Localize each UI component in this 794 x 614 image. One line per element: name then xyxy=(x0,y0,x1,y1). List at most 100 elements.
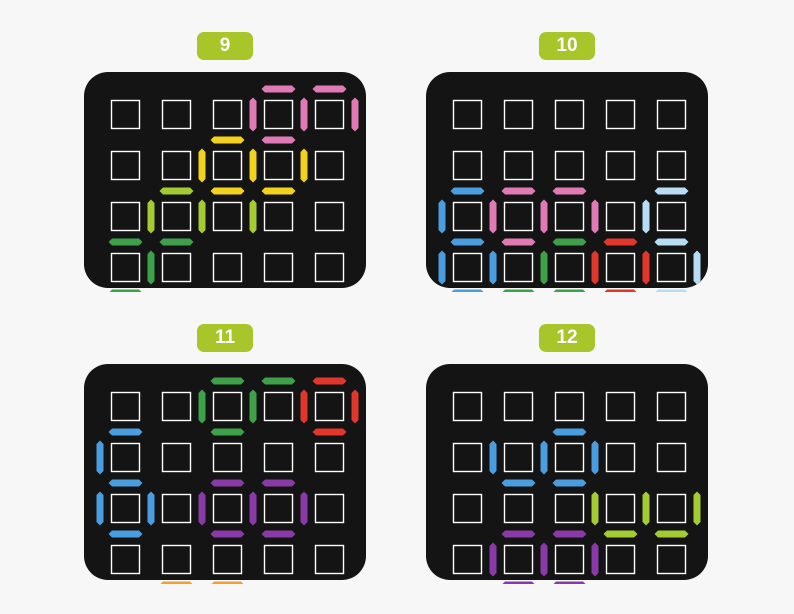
segment-red xyxy=(351,389,359,424)
grid-cell xyxy=(554,150,585,181)
grid-cell xyxy=(605,442,636,473)
segment-pink xyxy=(261,136,296,144)
puzzle-board xyxy=(426,72,708,292)
segment-green xyxy=(198,389,206,424)
grid-cell xyxy=(263,391,294,422)
segment-blue xyxy=(147,491,155,526)
segment-purple xyxy=(552,530,587,538)
segment-lime xyxy=(603,530,638,538)
grid-cell xyxy=(605,99,636,130)
segment-red xyxy=(642,250,650,285)
grid-cell xyxy=(503,201,534,232)
segment-red xyxy=(603,238,638,246)
grid-cell xyxy=(503,442,534,473)
segment-purple xyxy=(261,530,296,538)
segment-blue xyxy=(108,530,143,538)
segment-lime xyxy=(693,491,701,526)
puzzle-board xyxy=(84,72,366,292)
grid-cell xyxy=(161,442,192,473)
segment-pink xyxy=(489,199,497,234)
grid-cell xyxy=(452,544,483,575)
grid-cell xyxy=(314,252,345,283)
segment-blue xyxy=(438,250,446,285)
grid-cell xyxy=(212,442,243,473)
segment-pink xyxy=(552,187,587,195)
segment-pink xyxy=(501,238,536,246)
segment-lime xyxy=(198,199,206,234)
grid-cell xyxy=(263,99,294,130)
grid-cell xyxy=(554,544,585,575)
grid-cell xyxy=(161,493,192,524)
grid-cell xyxy=(110,201,141,232)
grid-cell xyxy=(503,391,534,422)
puzzle-number-badge: 11 xyxy=(197,324,253,352)
puzzle-11: 11 xyxy=(80,324,370,584)
segment-blue xyxy=(96,491,104,526)
segment-purple xyxy=(300,491,308,526)
puzzle-number-badge: 10 xyxy=(539,32,595,60)
grid-cell xyxy=(110,391,141,422)
segment-purple xyxy=(501,530,536,538)
grid-cell xyxy=(605,493,636,524)
segment-pink xyxy=(312,85,347,93)
segment-green xyxy=(261,377,296,385)
segment-lightblue xyxy=(654,187,689,195)
grid-cell xyxy=(263,201,294,232)
grid-cell xyxy=(161,99,192,130)
segment-pink xyxy=(540,199,548,234)
grid-cell xyxy=(110,493,141,524)
grid-cell xyxy=(452,201,483,232)
segment-purple xyxy=(591,542,599,577)
segment-blue xyxy=(489,250,497,285)
segment-yellow xyxy=(210,136,245,144)
segment-blue xyxy=(450,238,485,246)
segment-yellow xyxy=(198,148,206,183)
segment-blue xyxy=(108,479,143,487)
grid-cell xyxy=(212,150,243,181)
puzzle-10: 10 xyxy=(422,32,712,292)
grid-cell xyxy=(605,391,636,422)
segment-purple xyxy=(210,479,245,487)
segment-green xyxy=(210,377,245,385)
grid-cell xyxy=(314,201,345,232)
grid-cell xyxy=(110,252,141,283)
segment-green xyxy=(249,389,257,424)
segment-lime xyxy=(642,491,650,526)
segment-blue xyxy=(552,479,587,487)
grid-cell xyxy=(110,442,141,473)
grid-cell xyxy=(161,201,192,232)
grid-cell xyxy=(161,544,192,575)
grid-cell xyxy=(554,99,585,130)
segment-pink xyxy=(249,97,257,132)
grid-cell xyxy=(503,252,534,283)
segment-lime xyxy=(249,199,257,234)
segment-blue xyxy=(501,479,536,487)
grid-cell xyxy=(161,391,192,422)
grid-cell xyxy=(503,150,534,181)
segment-pink xyxy=(300,97,308,132)
grid-cell xyxy=(452,99,483,130)
grid-cell xyxy=(314,544,345,575)
segment-purple xyxy=(210,530,245,538)
segment-blue xyxy=(552,428,587,436)
grid-cell xyxy=(212,544,243,575)
grid-cell xyxy=(212,99,243,130)
segment-blue xyxy=(591,440,599,475)
grid-cell xyxy=(656,201,687,232)
grid-cell xyxy=(263,252,294,283)
grid-cell xyxy=(212,252,243,283)
grid-cell xyxy=(452,150,483,181)
grid-cell xyxy=(161,252,192,283)
segment-lime xyxy=(159,187,194,195)
segment-yellow xyxy=(300,148,308,183)
segment-green xyxy=(108,238,143,246)
segment-yellow xyxy=(210,187,245,195)
segment-green xyxy=(109,289,142,292)
grid-cell xyxy=(656,442,687,473)
grid-cell xyxy=(605,150,636,181)
segment-green xyxy=(540,250,548,285)
segment-pink xyxy=(261,85,296,93)
segment-blue xyxy=(438,199,446,234)
segment-pink xyxy=(351,97,359,132)
segment-red xyxy=(312,377,347,385)
